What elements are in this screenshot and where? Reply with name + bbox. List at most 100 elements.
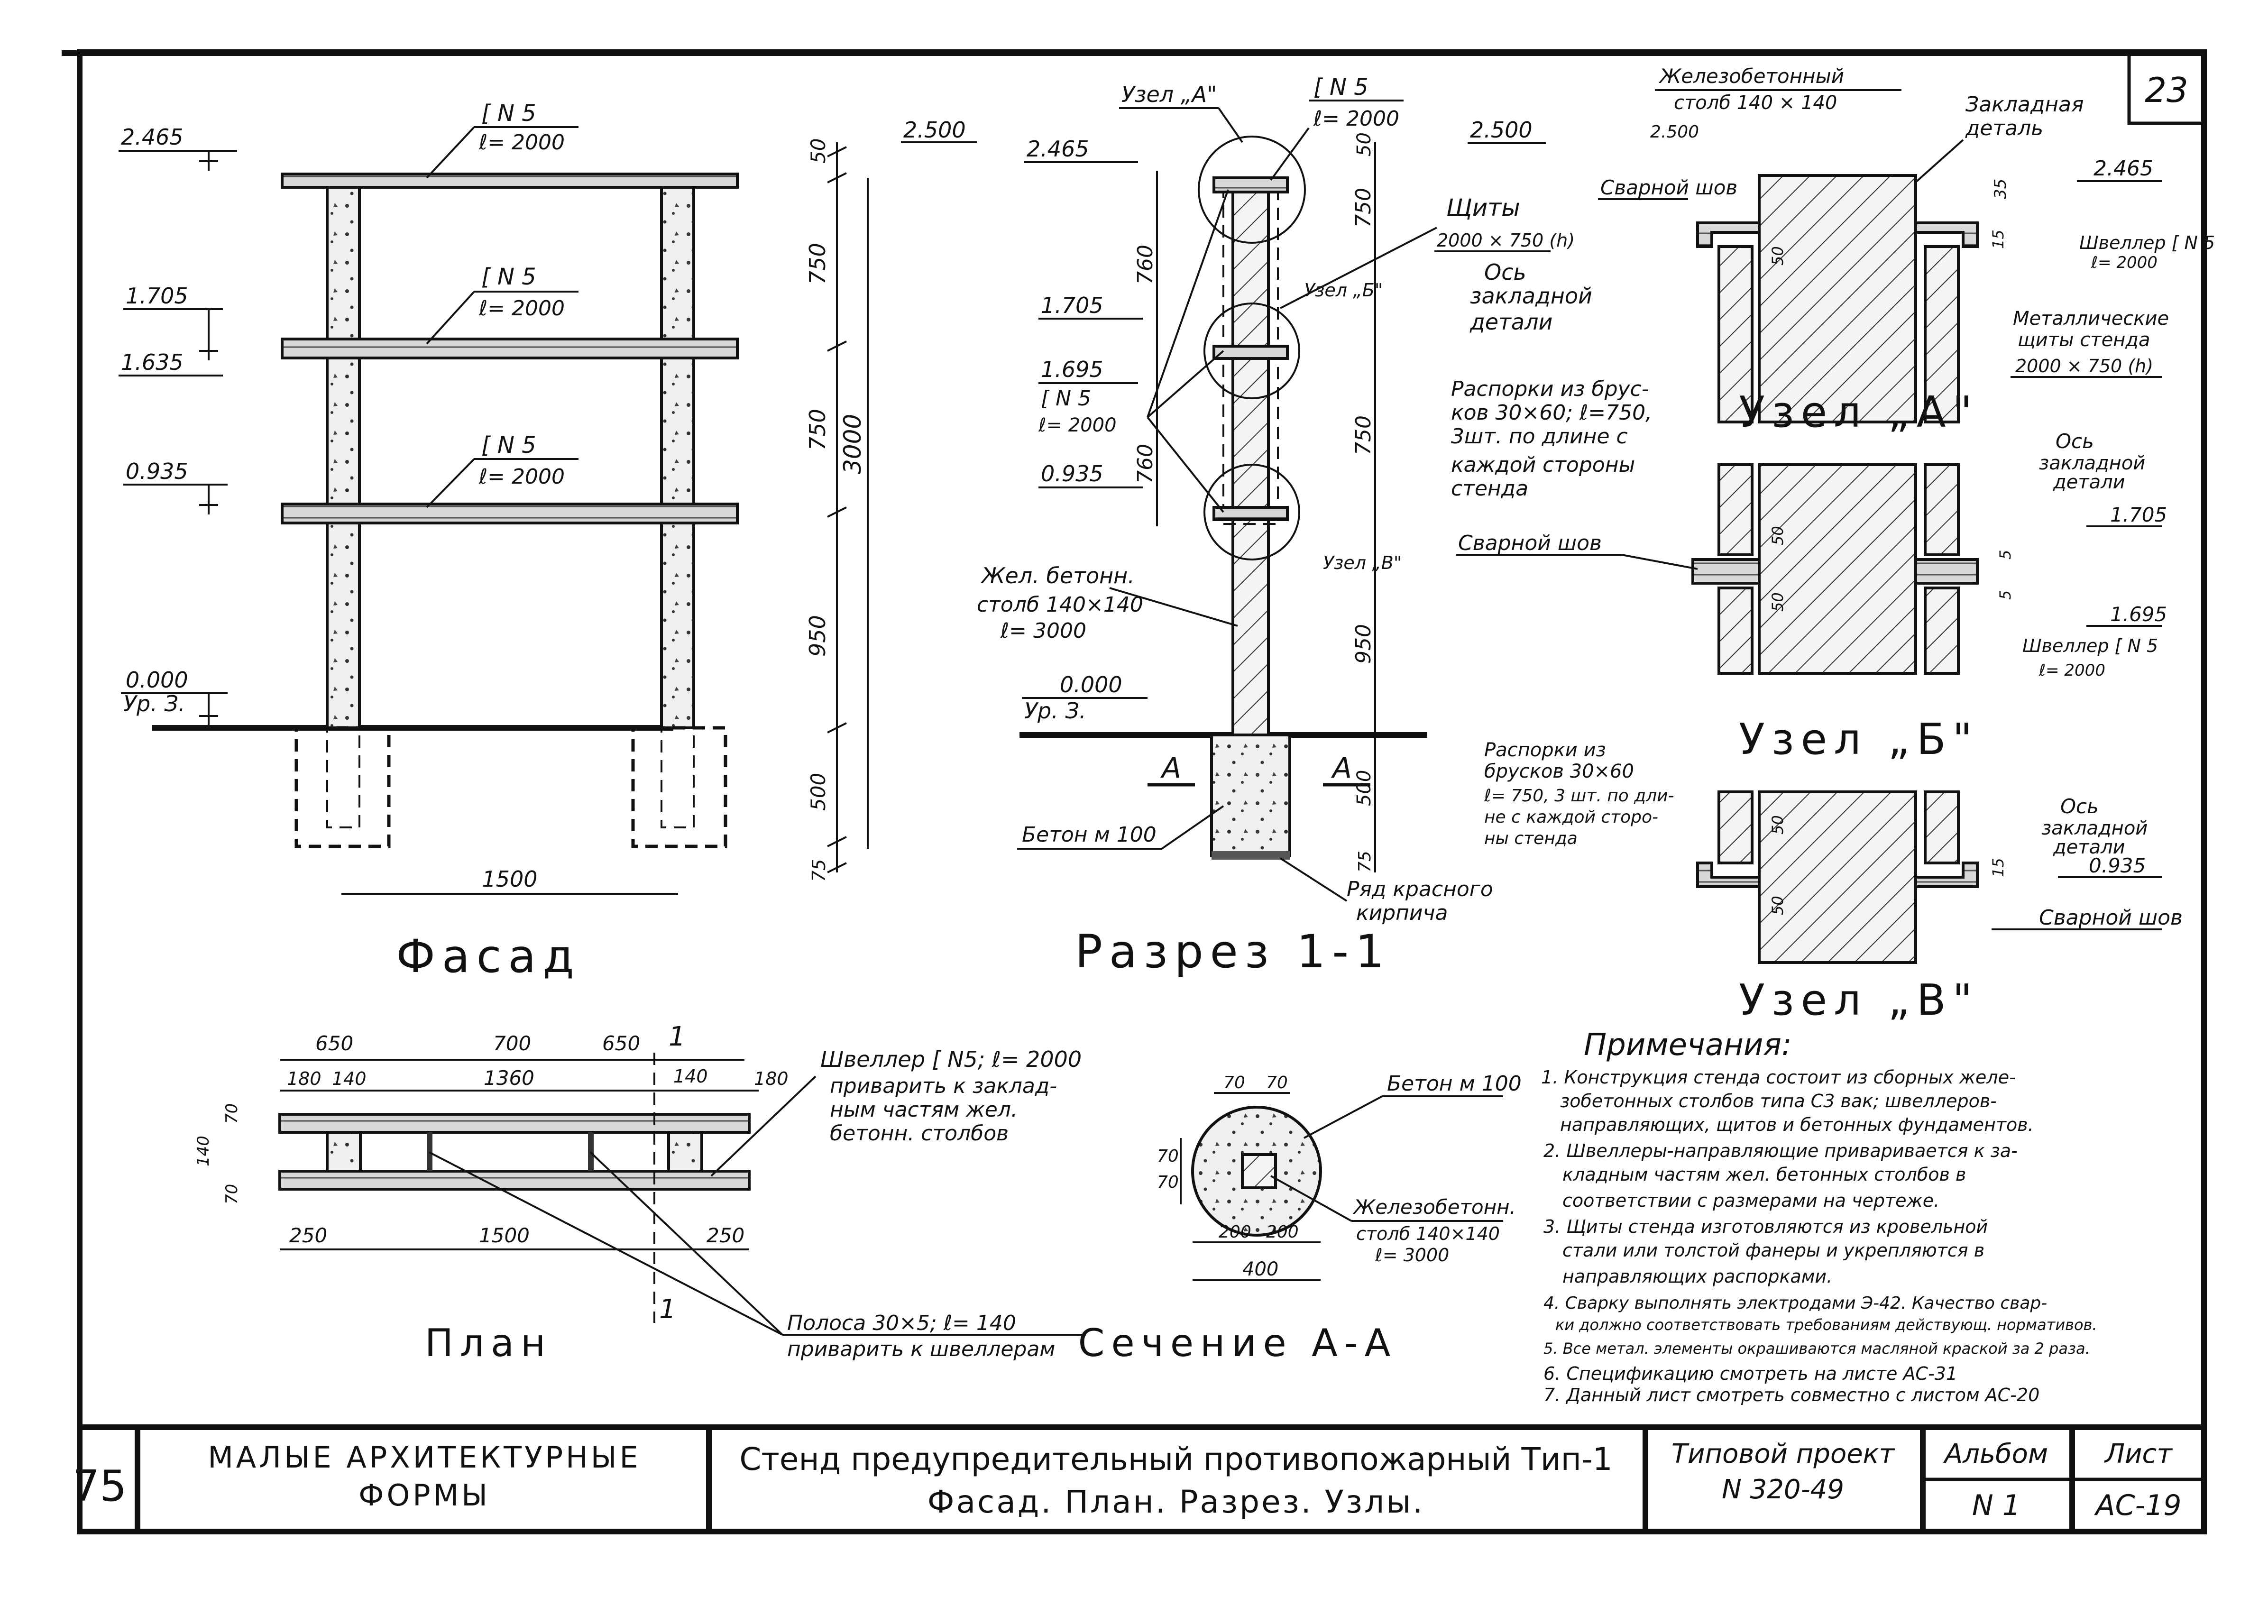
section-shields-label: Щиты [1446, 194, 1520, 221]
plan-dim-140-b: 140 [673, 1066, 708, 1087]
plan-dim-1500: 1500 [479, 1224, 530, 1247]
node-b-shield-left-top [1717, 463, 1754, 556]
section-node-a-label: Узел „А" [1121, 82, 1217, 107]
plan-dim-140: 140 [194, 1136, 213, 1166]
facade-level-2500: 2.500 [903, 117, 966, 143]
node-dim-50a: 50 [1769, 246, 1787, 266]
title-page-left: 75 [73, 1461, 127, 1511]
section-level-channel-length: ℓ= 2000 [1038, 414, 1117, 436]
notes-line-12: 5. Все метал. элементы окрашиваются масл… [1543, 1340, 2090, 1358]
facade-dim-750-a: 750 [805, 243, 830, 284]
node-channel-1: Швеллер [ N 5 [2079, 232, 2215, 253]
facade-level-1705: 1.705 [126, 283, 188, 309]
plan-strip-note-1: Полоса 30×5; ℓ= 140 [787, 1311, 1016, 1335]
section-brick-1: Ряд красного [1347, 877, 1493, 901]
plan-dim-650-a: 650 [315, 1032, 353, 1055]
section-spacers-4: каждой стороны [1451, 453, 1635, 477]
section-aa-dim-200-a: 200 [1219, 1222, 1251, 1242]
node-axis-v-3: детали [2053, 836, 2125, 858]
facade-channel-top [281, 173, 739, 189]
node-metal-shields-2: щиты стенда [2018, 329, 2150, 351]
section-aa-title: Сечение А-А [1078, 1321, 1397, 1365]
facade-pole-right-foot [661, 727, 695, 828]
section-level-2465: 2.465 [1027, 136, 1089, 162]
section-level-channel: [ N 5 [1041, 386, 1091, 411]
facade-channel-label-1: [ N 5 [481, 100, 536, 127]
node-channel-2b: ℓ= 2000 [2038, 661, 2105, 680]
section-brick-leader [1279, 857, 1348, 902]
section-aa-post-2: столб 140×140 [1356, 1223, 1500, 1244]
plan-strip-leader-1 [429, 1151, 783, 1336]
title-sheet-code: АС-19 [2094, 1489, 2182, 1522]
plan-dim-140-a: 140 [332, 1068, 367, 1089]
notes-line-6: соответствии с размерами на чертеже. [1562, 1190, 1939, 1211]
section-level-0000: 0.000 [1060, 672, 1122, 697]
section-dim-500: 500 [1353, 770, 1375, 806]
node-dim-50e: 50 [1769, 896, 1787, 915]
notes-line-11: ки должно соответствовать требованиям де… [1555, 1316, 2097, 1334]
node-axis-1: Ось [2056, 430, 2094, 453]
node-weld-2-leader [1621, 554, 1698, 570]
facade-level-0935-mark [199, 485, 218, 514]
node-embedded-1: Закладная [1965, 92, 2084, 117]
section-dim-750-a: 750 [1351, 188, 1376, 228]
section-dim-760-b: 760 [1133, 444, 1157, 484]
section-shields-size: 2000 × 750 (h) [1437, 230, 1575, 251]
section-brick-2: кирпича [1356, 901, 1448, 925]
facade-view: 2.465 1.705 1.635 0.935 0.000 Ур. З. [ N… [119, 100, 977, 983]
node-spacers2-1: Распорки из [1484, 739, 1606, 761]
facade-pole-left-foot [326, 727, 360, 828]
node-v-channel-right [1914, 862, 1979, 888]
facade-level-ground: Ур. З. [123, 691, 185, 716]
facade-channel-length-1: ℓ= 2000 [478, 130, 565, 155]
section-aa-dim-70-b: 70 [1266, 1073, 1288, 1092]
section-cut-a-right: А [1331, 752, 1352, 785]
node-v-channel-left [1696, 862, 1761, 888]
node-axis-3: детали [2053, 471, 2125, 493]
section-footing [1210, 734, 1291, 857]
section-post-1: Жел. бетонн. [980, 563, 1135, 588]
section-cut-a-left: А [1160, 752, 1181, 785]
section-aa-dim-70-a: 70 [1223, 1073, 1245, 1092]
node-a-title: Узел „А" [1739, 387, 1979, 437]
node-v-shield-right [1924, 790, 1960, 864]
section-aa-total: 400 [1242, 1258, 1278, 1280]
plan-post-right [667, 1131, 703, 1173]
section-channel-length: ℓ= 2000 [1313, 107, 1399, 131]
plan-dim-180-b: 180 [754, 1068, 789, 1089]
facade-channel-length-2: ℓ= 2000 [478, 296, 565, 321]
section-dim-50: 50 [1353, 132, 1375, 156]
facade-channel-label-2: [ N 5 [481, 264, 536, 290]
notes-line-5: кладным частям жел. бетонных столбов в [1562, 1164, 1966, 1185]
node-a-channel-right [1914, 221, 1979, 248]
section-dim-760-a: 760 [1133, 245, 1157, 284]
facade-level-0000: 0.000 [126, 667, 188, 693]
facade-footing-left [294, 726, 391, 848]
facade-dim-750-b: 750 [805, 409, 830, 450]
plan-strip-leader-2 [589, 1151, 783, 1336]
section-aa-view: 70 70 70 70 200 200 400 Бетон м 100 Желе… [1078, 1072, 1522, 1365]
notes-line-8: стали или толстой фанеры и укрепляются в [1562, 1240, 1984, 1261]
plan-dim-650-b: 650 [602, 1032, 640, 1055]
node-metal-shields-3: 2000 × 750 (h) [2015, 356, 2153, 376]
section-aa-post-leader [1270, 1175, 1352, 1222]
title-album-label: Альбом [1943, 1439, 2048, 1469]
section-channel-bot [1212, 506, 1289, 521]
section-level-0935: 0.935 [1041, 461, 1103, 486]
section-post-2: столб 140×140 [977, 593, 1143, 617]
plan-strip-note-2: приварить к швеллерам [787, 1337, 1056, 1361]
title-main-2: Фасад. План. Разрез. Узлы. [927, 1484, 1424, 1520]
notes-line-2: зобетонных столбов типа С3 вак; швеллеро… [1560, 1091, 1997, 1111]
section-dim-950: 950 [1351, 624, 1376, 664]
title-sheet-label: Лист [2104, 1439, 2173, 1469]
section-channel-leader [1270, 127, 1310, 181]
plan-channel-note-1: Швеллер [ N5; ℓ= 2000 [820, 1046, 1082, 1072]
section-dim-750-b: 750 [1351, 415, 1376, 455]
plan-channel-note-2: приварить к заклад- [830, 1074, 1057, 1098]
node-lvl-1695: 1.695 [2110, 603, 2167, 626]
node-dim-15a: 15 [1989, 229, 2007, 249]
node-axis-2: закладной [2039, 452, 2145, 474]
plan-dim-70-b: 70 [222, 1184, 241, 1204]
node-weld-3: Сварной шов [2039, 906, 2183, 930]
section-channel-leader-3 [1147, 416, 1224, 513]
